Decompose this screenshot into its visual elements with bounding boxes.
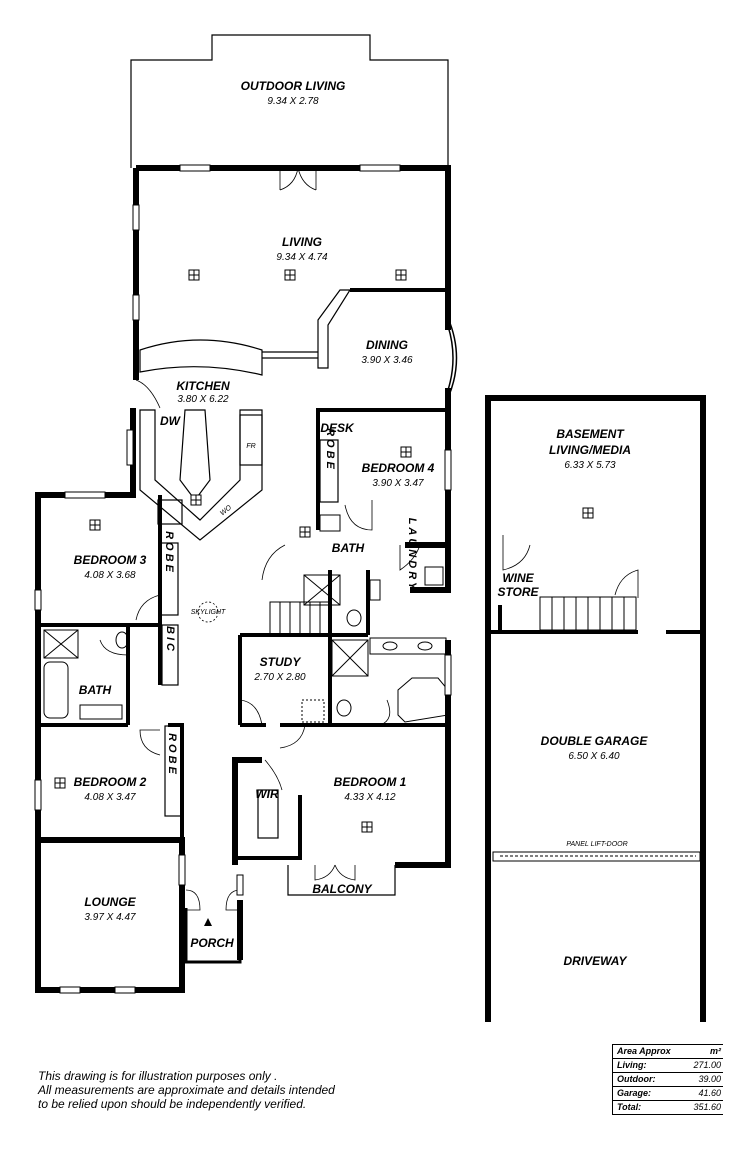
stairs-main	[269, 601, 331, 635]
robe-label-bed2: ROBE	[166, 733, 178, 777]
area-table-row: Total: 351.60	[613, 1101, 723, 1115]
basement-walls	[485, 395, 706, 1022]
panel-lift-door-label: PANEL LIFT-DOOR	[566, 841, 627, 848]
desk-label: DESK	[320, 421, 355, 435]
porch-outline	[184, 908, 242, 964]
wine-store-label-2: STORE	[497, 585, 539, 599]
disclaimer: This drawing is for illustration purpose…	[38, 1069, 335, 1111]
dw-label: DW	[160, 414, 182, 428]
area-row-label: Outdoor:	[617, 1074, 656, 1084]
bedroom2-name: BEDROOM 2	[74, 775, 147, 789]
robe-label-bed4: ROBE	[324, 428, 336, 472]
garage-dims: 6.50 X 6.40	[568, 751, 620, 762]
windows	[34, 164, 452, 994]
bedroom1-name: BEDROOM 1	[334, 775, 407, 789]
laundry-label: LAUNDRY	[406, 518, 418, 593]
area-table-title: Area Approx	[617, 1046, 671, 1056]
bedroom3-name: BEDROOM 3	[74, 553, 147, 567]
disclaimer-line-1: This drawing is for illustration purpose…	[38, 1069, 278, 1083]
area-table-unit: m²	[710, 1046, 721, 1056]
area-row-value: 39.00	[698, 1074, 721, 1084]
garage-name: DOUBLE GARAGE	[541, 734, 649, 748]
bic-label: BIC	[164, 626, 176, 654]
area-table-row: Garage: 41.60	[613, 1087, 723, 1101]
area-row-label: Living:	[617, 1060, 647, 1070]
study-name: STUDY	[260, 655, 302, 669]
bedroom1-dims: 4.33 X 4.12	[344, 792, 396, 803]
porch-label: PORCH	[190, 936, 234, 950]
area-row-value: 351.60	[693, 1102, 721, 1112]
area-table-row: Living: 271.00	[613, 1059, 723, 1073]
driveway-label: DRIVEWAY	[563, 954, 627, 968]
fr-label: FR	[246, 443, 255, 450]
area-row-label: Garage:	[617, 1088, 652, 1098]
basement-dims: 6.33 X 5.73	[564, 460, 616, 471]
kitchen-dims: 3.80 X 6.22	[177, 394, 229, 405]
basement-interior	[490, 605, 700, 634]
disclaimer-line-3: to be relied upon should be independentl…	[38, 1097, 307, 1111]
lounge-dims: 3.97 X 4.47	[84, 912, 136, 923]
lounge-name: LOUNGE	[84, 895, 136, 909]
robe-label-bed3: ROBE	[163, 531, 175, 575]
outdoor-living-outline	[130, 34, 449, 168]
bathroom-fixtures	[43, 514, 449, 723]
garage-door	[492, 851, 701, 862]
kitchen-name: KITCHEN	[176, 379, 230, 393]
bath-label-main: BATH	[332, 541, 365, 555]
kitchen-benches	[139, 289, 352, 541]
skylight-label: SKYLIGHT	[191, 609, 226, 616]
balcony-outline	[287, 865, 396, 896]
area-table-header: Area Approx m²	[613, 1044, 723, 1059]
area-row-label: Total:	[617, 1102, 642, 1112]
dining-name: DINING	[366, 338, 408, 352]
entry-arrow-icon	[204, 918, 212, 926]
area-row-value: 271.00	[693, 1060, 721, 1070]
area-table-row: Outdoor: 39.00	[613, 1073, 723, 1087]
area-table: Area Approx m² Living: 271.00 Outdoor: 3…	[612, 1044, 723, 1115]
ceiling-lights	[54, 269, 594, 833]
bedroom4-dims: 3.90 X 3.47	[372, 478, 424, 489]
disclaimer-line-2: All measurements are approximate and det…	[38, 1083, 335, 1097]
living-name: LIVING	[282, 235, 322, 249]
stairs-basement	[539, 596, 637, 631]
skylight-icon	[197, 601, 219, 623]
outdoor-living-dims: 9.34 X 2.78	[267, 96, 319, 107]
door-swings	[99, 167, 639, 911]
wir-label: WIR	[255, 787, 279, 801]
bedroom4-name: BEDROOM 4	[362, 461, 435, 475]
living-dims: 9.34 X 4.74	[276, 252, 328, 263]
wardrobes	[159, 439, 339, 839]
dining-bay-window	[447, 317, 458, 399]
basement-name-2: LIVING/MEDIA	[549, 443, 631, 457]
bath-label-ensuite: BATH	[79, 683, 112, 697]
study-dims: 2.70 X 2.80	[253, 672, 306, 683]
basement-name-1: BASEMENT	[556, 427, 625, 441]
bedroom2-dims: 4.08 X 3.47	[84, 792, 136, 803]
bedroom3-dims: 4.08 X 3.68	[84, 570, 136, 581]
balcony-label: BALCONY	[312, 882, 372, 896]
area-row-value: 41.60	[698, 1088, 721, 1098]
wine-store-label-1: WINE	[502, 571, 534, 585]
dining-dims: 3.90 X 3.46	[361, 355, 413, 366]
outdoor-living-name: OUTDOOR LIVING	[241, 79, 346, 93]
